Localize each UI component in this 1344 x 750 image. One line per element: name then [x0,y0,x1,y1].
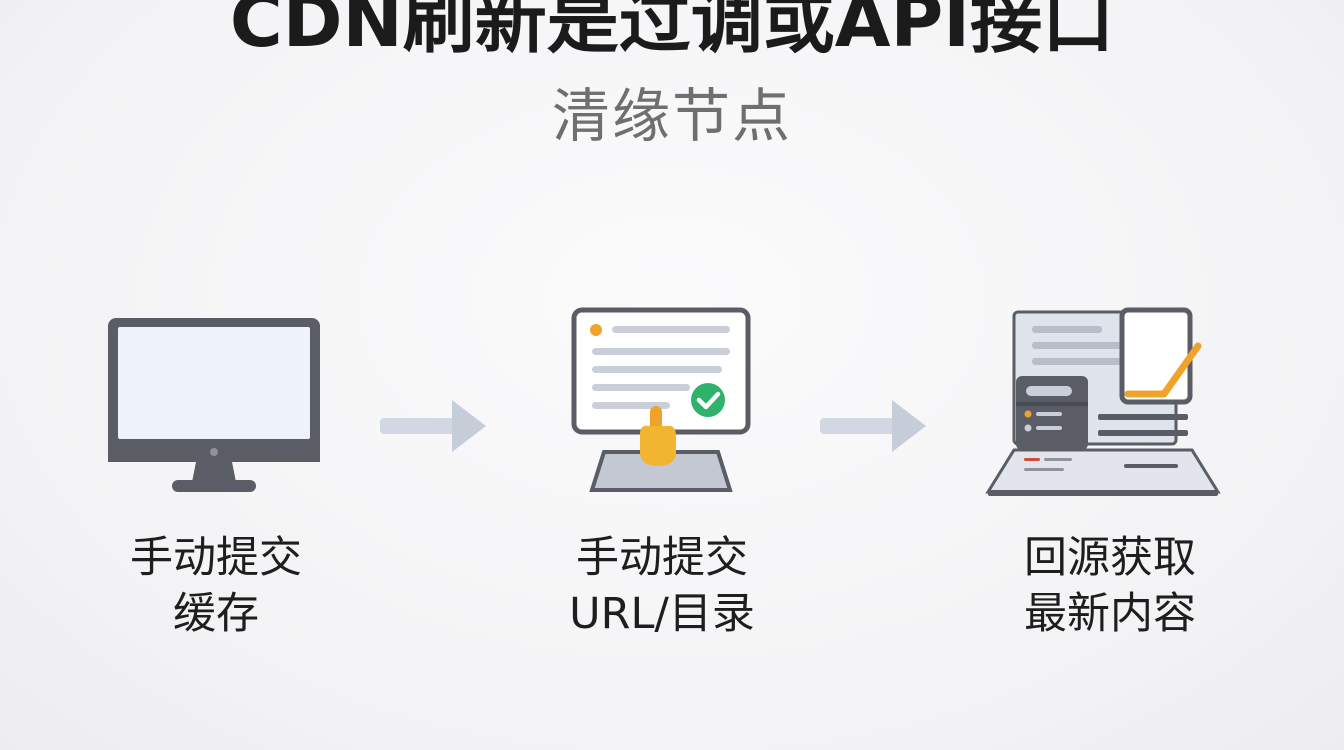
diagram-title: CDN刷新是过调或API接口 [229,0,1115,63]
arrow-right-icon [380,400,486,452]
step-label-line: 手动提交 [130,533,302,583]
step-label-line: 最新内容 [1024,589,1196,639]
arrow-right-icon [820,400,926,452]
server-document-icon [985,307,1221,496]
step-label-line: 回源获取 [1024,533,1196,583]
diagram-subtitle: 清缘节点 [551,82,792,150]
step-label-1: 手动提交 缓存 [66,530,366,642]
step-label-3: 回源获取 最新内容 [960,530,1260,642]
monitor-icon [108,318,320,492]
step-label-line: 缓存 [173,589,259,639]
submit-form-icon [571,307,751,492]
step-label-line: 手动提交 [576,533,748,583]
step-label-line: URL/目录 [569,589,755,639]
step-label-2: 手动提交 URL/目录 [512,530,812,642]
